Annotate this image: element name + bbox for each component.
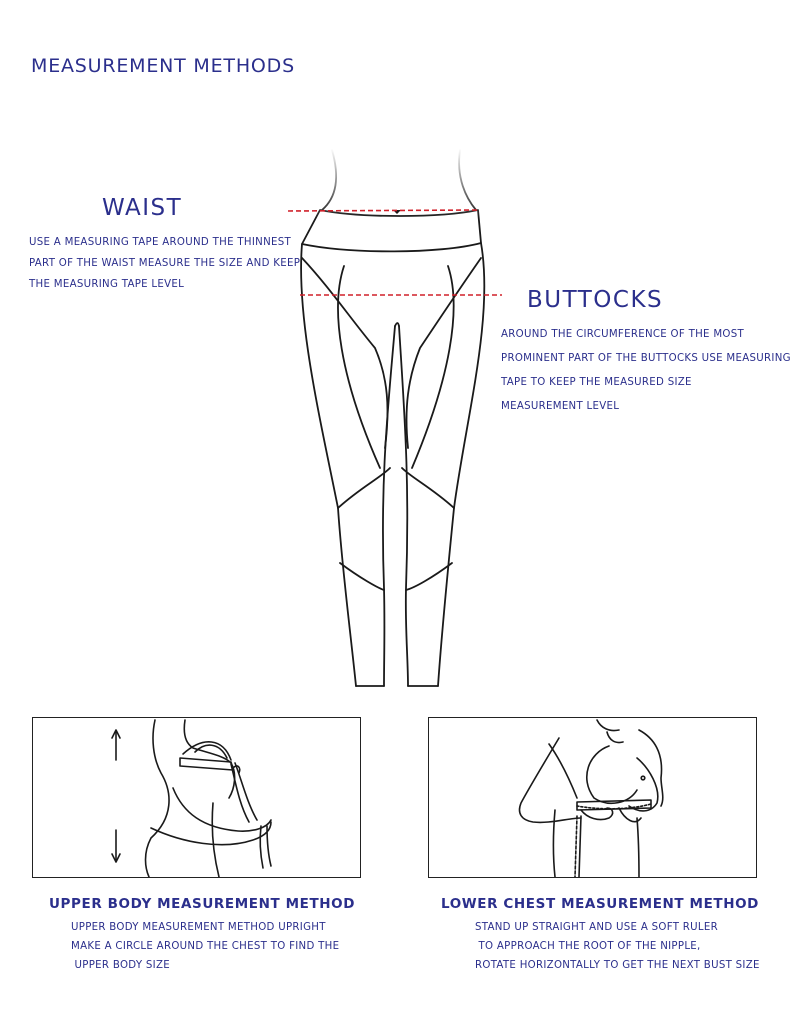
buttocks-description-line-1: AROUND THE CIRCUMFERENCE OF THE MOST <box>501 329 745 340</box>
lower-chest-description-line-3: ROTATE HORIZONTALLY TO GET THE NEXT BUST… <box>475 960 760 971</box>
lower-chest-illustration <box>428 717 757 878</box>
lower-chest-description-line-1: STAND UP STRAIGHT AND USE A SOFT RULER <box>475 922 718 933</box>
upper-body-description-line-2: MAKE A CIRCLE AROUND THE CHEST TO FIND T… <box>71 941 340 952</box>
buttocks-description-line-2: PROMINENT PART OF THE BUTTOCKS USE MEASU… <box>501 353 790 364</box>
lower-chest-description-line-2: TO APPROACH THE ROOT OF THE NIPPLE, <box>475 941 701 952</box>
buttocks-description-line-3: TAPE TO KEEP THE MEASURED SIZE <box>501 377 692 388</box>
page-title: MEASUREMENT METHODS <box>31 55 295 77</box>
upper-body-illustration <box>32 717 361 878</box>
waist-description-line-3: THE MEASURING TAPE LEVEL <box>29 279 185 290</box>
leggings-illustration <box>280 148 510 693</box>
upper-body-title: UPPER BODY MEASUREMENT METHOD <box>49 896 356 912</box>
upper-body-description-line-1: UPPER BODY MEASUREMENT METHOD UPRIGHT <box>71 922 326 933</box>
waist-description-line-1: USE A MEASURING TAPE AROUND THE THINNEST <box>29 237 292 248</box>
buttocks-description-line-4: MEASUREMENT LEVEL <box>501 401 620 412</box>
waist-description-line-2: PART OF THE WAIST MEASURE THE SIZE AND K… <box>29 258 301 269</box>
waist-label: WAIST <box>102 195 183 221</box>
buttocks-label: BUTTOCKS <box>527 287 664 313</box>
lower-chest-title: LOWER CHEST MEASUREMENT METHOD <box>441 896 759 912</box>
upper-body-description-line-3: UPPER BODY SIZE <box>71 960 170 971</box>
